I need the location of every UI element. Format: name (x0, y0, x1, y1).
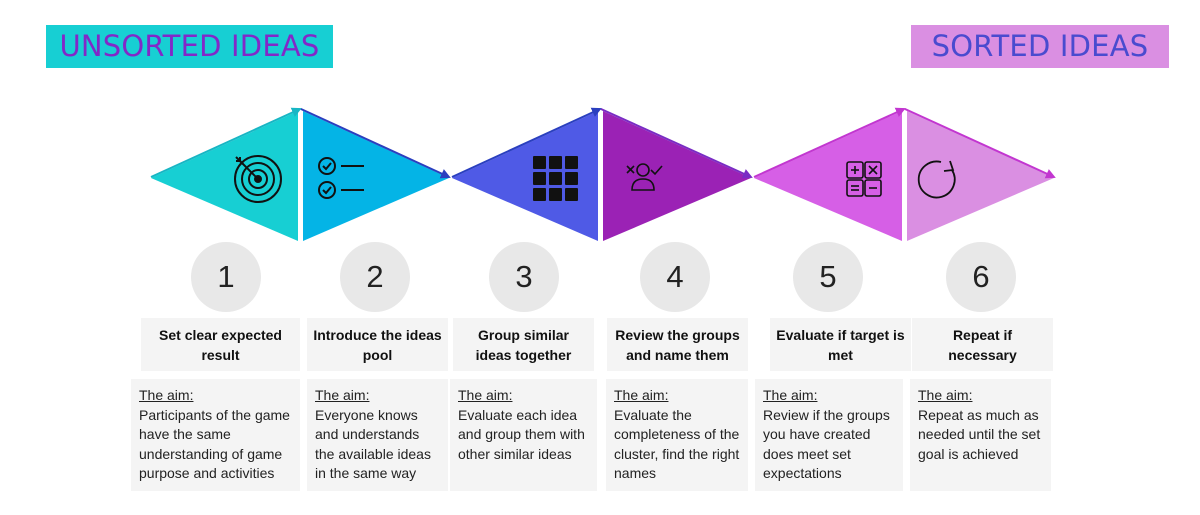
refresh-icon (917, 160, 956, 199)
step-5-title: Evaluate if target is met (770, 318, 911, 371)
aim-text: Evaluate the completeness of the cluster… (614, 406, 740, 482)
person-review-icon (626, 163, 663, 191)
step-2-triangle (303, 111, 449, 241)
step-5-number: 5 (793, 242, 863, 312)
aim-label: The aim: (614, 387, 669, 403)
step-2-number: 2 (340, 242, 410, 312)
step-1-triangle (151, 111, 298, 241)
aim-text: Repeat as much as needed until the set g… (918, 406, 1041, 462)
step-6-number: 6 (946, 242, 1016, 312)
aim-label: The aim: (139, 387, 194, 403)
arrow-line (150, 107, 302, 178)
grid-icon (533, 156, 578, 201)
step-6-triangle (907, 111, 1054, 241)
step-3-triangle (452, 111, 598, 241)
step-3-number: 3 (489, 242, 559, 312)
step-6-aim: The aim: Repeat as much as needed until … (910, 379, 1051, 491)
step-5-triangle (754, 111, 902, 241)
aim-label: The aim: (315, 387, 370, 403)
step-2-aim: The aim: Everyone knows and understands … (307, 379, 448, 491)
calculator-icon (846, 161, 882, 197)
step-2-title: Introduce the ideas pool (307, 318, 448, 371)
aim-text: Review if the groups you have created do… (763, 406, 890, 482)
step-6-title: Repeat if necessary (912, 318, 1053, 371)
aim-label: The aim: (918, 387, 973, 403)
step-4-triangle (603, 111, 751, 241)
aim-label: The aim: (458, 387, 513, 403)
aim-text: Evaluate each idea and group them with o… (458, 406, 585, 462)
target-icon (234, 155, 282, 203)
step-1-aim: The aim: Participants of the game have t… (131, 379, 300, 491)
step-4-title: Review the groups and name them (607, 318, 748, 371)
step-3-title: Group similar ideas together (453, 318, 594, 371)
aim-text: Participants of the game have the same u… (139, 406, 290, 482)
step-3-aim: The aim: Evaluate each idea and group th… (450, 379, 597, 491)
step-4-number: 4 (640, 242, 710, 312)
arrow-line (451, 107, 602, 178)
arrow-line (600, 108, 753, 179)
step-1-number: 1 (191, 242, 261, 312)
step-1-title: Set clear expected result (141, 318, 300, 371)
checklist-icon (318, 157, 364, 199)
arrow-line (753, 107, 906, 178)
aim-text: Everyone knows and understands the avail… (315, 406, 431, 482)
arrow-line (904, 108, 1056, 179)
step-5-aim: The aim: Review if the groups you have c… (755, 379, 903, 491)
process-band (150, 107, 1056, 241)
aim-label: The aim: (763, 387, 818, 403)
unsorted-ideas-label: UNSORTED IDEAS (46, 25, 333, 68)
step-4-aim: The aim: Evaluate the completeness of th… (606, 379, 748, 491)
arrow-line (300, 108, 451, 179)
sorted-ideas-label: SORTED IDEAS (911, 25, 1169, 68)
